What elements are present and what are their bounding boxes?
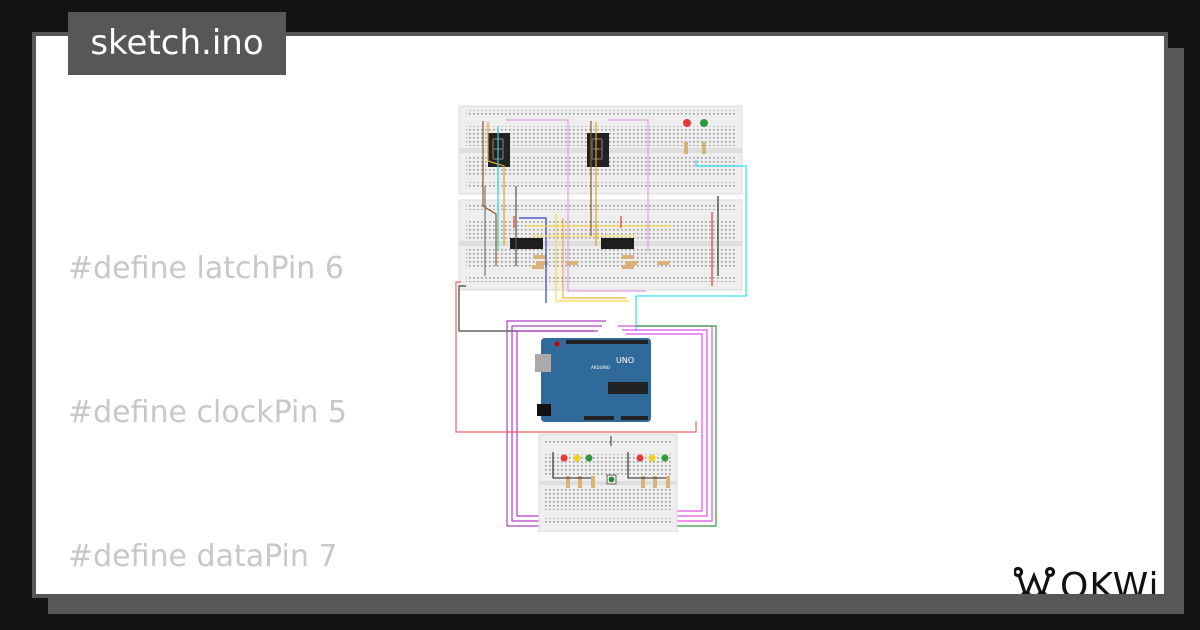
code-preview: #define latchPin 6 #define clockPin 5 #d… — [68, 149, 514, 594]
led-green — [700, 119, 708, 127]
led-red — [683, 119, 691, 127]
preview-card: #define latchPin 6 #define clockPin 5 #d… — [36, 36, 1164, 594]
traffic-light-leds — [560, 454, 669, 462]
circuit-diagram: UNO ARDUINO — [455, 105, 747, 532]
shift-register-chip — [510, 238, 543, 249]
code-line: #define dataPin 7 — [68, 539, 338, 574]
wokwi-logo: OKWi — [1014, 566, 1159, 594]
arduino-uno-board: UNO ARDUINO — [535, 338, 651, 422]
code-line: #define latchPin 6 — [68, 251, 344, 286]
svg-text:UNO: UNO — [616, 356, 634, 365]
shift-register-chip — [601, 238, 634, 249]
svg-text:ARDUINO: ARDUINO — [591, 365, 610, 370]
breadboard-middle — [458, 199, 743, 291]
code-line: #define clockPin 5 — [68, 395, 347, 430]
svg-text:OKWi: OKWi — [1060, 566, 1159, 594]
seven-segment-display — [587, 133, 609, 167]
file-tab[interactable]: sketch.ino — [68, 12, 286, 75]
